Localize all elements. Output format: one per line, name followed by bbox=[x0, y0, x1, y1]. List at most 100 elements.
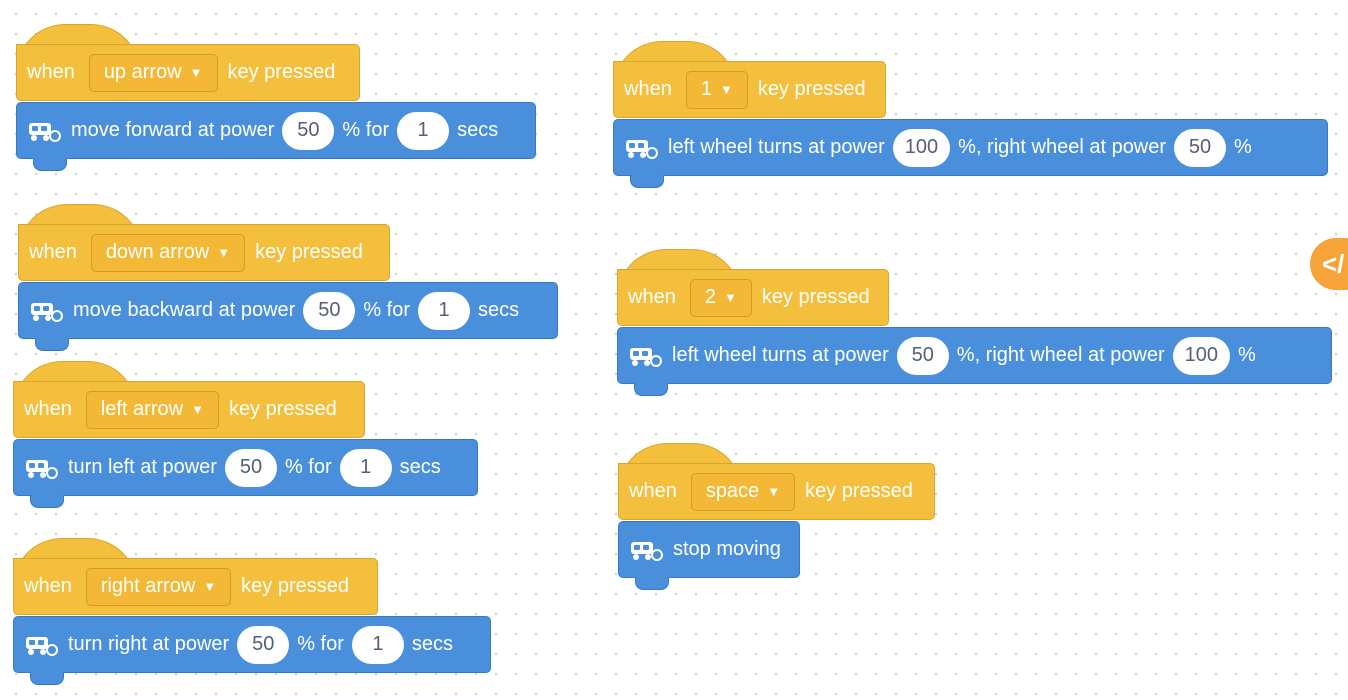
when-key-pressed-hat[interactable]: when space ▼ key pressed bbox=[618, 443, 935, 520]
block-text: %, right wheel at power bbox=[956, 344, 1165, 366]
script-key-1[interactable]: when 1 ▼ key pressed left wheel turns at… bbox=[613, 41, 1328, 188]
block-text: % for bbox=[363, 299, 411, 321]
block-tab bbox=[35, 338, 69, 351]
robot-icon bbox=[624, 137, 658, 159]
seconds-input[interactable]: 1 bbox=[351, 625, 404, 664]
key-dropdown[interactable]: down arrow ▼ bbox=[90, 233, 246, 272]
when-key-pressed-hat[interactable]: when down arrow ▼ key pressed bbox=[18, 204, 558, 281]
block-text: left wheel turns at power bbox=[668, 136, 885, 158]
seconds-input[interactable]: 1 bbox=[418, 291, 471, 330]
hat-body: when left arrow ▼ key pressed bbox=[13, 381, 365, 438]
block-text: stop moving bbox=[673, 538, 781, 560]
left-power-input[interactable]: 50 bbox=[896, 336, 949, 375]
block-text: secs bbox=[411, 633, 454, 655]
move-forward-block[interactable]: move forward at power 50 % for 1 secs bbox=[16, 102, 536, 171]
block-text: % for bbox=[342, 119, 390, 141]
key-dropdown[interactable]: 2 ▼ bbox=[689, 278, 752, 317]
seconds-input[interactable]: 1 bbox=[339, 448, 392, 487]
when-label: when bbox=[624, 78, 672, 100]
key-pressed-label: key pressed bbox=[761, 286, 870, 308]
script-key-2[interactable]: when 2 ▼ key pressed left wheel turns at… bbox=[617, 249, 1332, 396]
robot-icon bbox=[27, 120, 61, 142]
hat-body: when right arrow ▼ key pressed bbox=[13, 558, 378, 615]
caret-down-icon: ▼ bbox=[719, 82, 733, 97]
right-power-input[interactable]: 100 bbox=[1172, 336, 1231, 375]
hat-body: when 2 ▼ key pressed bbox=[617, 269, 889, 326]
block-text: % for bbox=[284, 456, 332, 478]
when-key-pressed-hat[interactable]: when up arrow ▼ key pressed bbox=[16, 24, 536, 101]
block-text: % bbox=[1234, 136, 1252, 158]
block-text: move forward at power bbox=[71, 119, 275, 141]
key-pressed-label: key pressed bbox=[241, 575, 350, 597]
key-pressed-label: key pressed bbox=[228, 398, 337, 420]
key-dropdown[interactable]: up arrow ▼ bbox=[88, 53, 218, 92]
block-text: secs bbox=[478, 299, 520, 321]
seconds-input[interactable]: 1 bbox=[397, 111, 450, 150]
robot-icon bbox=[24, 634, 58, 656]
script-space[interactable]: when space ▼ key pressed stop moving bbox=[618, 443, 935, 590]
when-key-pressed-hat[interactable]: when 1 ▼ key pressed bbox=[613, 41, 1328, 118]
when-label: when bbox=[24, 575, 72, 597]
code-view-toggle-button[interactable]: </ bbox=[1310, 238, 1348, 290]
key-value: space bbox=[705, 480, 760, 502]
code-icon: </ bbox=[1322, 248, 1345, 279]
power-input[interactable]: 50 bbox=[282, 111, 335, 150]
key-value: right arrow bbox=[100, 575, 196, 597]
caret-down-icon: ▼ bbox=[191, 402, 204, 417]
block-tab bbox=[30, 672, 64, 685]
when-key-pressed-hat[interactable]: when 2 ▼ key pressed bbox=[617, 249, 1332, 326]
hat-body: when 1 ▼ key pressed bbox=[613, 61, 886, 118]
power-input[interactable]: 50 bbox=[303, 291, 356, 330]
turn-left-block[interactable]: turn left at power 50 % for 1 secs bbox=[13, 439, 478, 508]
script-left-arrow[interactable]: when left arrow ▼ key pressed turn left … bbox=[13, 361, 478, 508]
block-text: % bbox=[1238, 344, 1256, 366]
wheel-power-block[interactable]: left wheel turns at power 50 %, right wh… bbox=[617, 327, 1332, 396]
script-down-arrow[interactable]: when down arrow ▼ key pressed move backw… bbox=[18, 204, 558, 351]
right-power-input[interactable]: 50 bbox=[1174, 128, 1227, 167]
key-value: left arrow bbox=[100, 398, 184, 420]
key-dropdown[interactable]: left arrow ▼ bbox=[85, 390, 219, 429]
when-label: when bbox=[24, 398, 72, 420]
robot-icon bbox=[29, 300, 63, 322]
when-key-pressed-hat[interactable]: when left arrow ▼ key pressed bbox=[13, 361, 478, 438]
caret-down-icon: ▼ bbox=[723, 290, 737, 305]
block-tab bbox=[30, 495, 64, 508]
robot-icon bbox=[629, 539, 663, 561]
caret-down-icon: ▼ bbox=[189, 65, 203, 80]
power-input[interactable]: 50 bbox=[224, 448, 277, 487]
turn-right-block[interactable]: turn right at power 50 % for 1 secs bbox=[13, 616, 491, 685]
key-value: 1 bbox=[700, 78, 712, 100]
stop-moving-block[interactable]: stop moving bbox=[618, 521, 800, 590]
block-text: %, right wheel at power bbox=[958, 136, 1167, 158]
block-text: left wheel turns at power bbox=[672, 344, 889, 366]
script-up-arrow[interactable]: when up arrow ▼ key pressed move forward… bbox=[16, 24, 536, 171]
block-text: turn right at power bbox=[68, 633, 230, 655]
block-tab bbox=[634, 383, 668, 396]
left-power-input[interactable]: 100 bbox=[892, 128, 951, 167]
hat-body: when down arrow ▼ key pressed bbox=[18, 224, 390, 281]
script-right-arrow[interactable]: when right arrow ▼ key pressed turn righ… bbox=[13, 538, 491, 685]
caret-down-icon: ▼ bbox=[767, 484, 781, 499]
key-pressed-label: key pressed bbox=[757, 78, 866, 100]
key-value: 2 bbox=[704, 286, 716, 308]
when-label: when bbox=[629, 480, 677, 502]
block-tab bbox=[630, 175, 664, 188]
when-label: when bbox=[29, 241, 77, 263]
key-dropdown[interactable]: right arrow ▼ bbox=[85, 567, 232, 606]
key-dropdown[interactable]: space ▼ bbox=[690, 472, 796, 511]
key-dropdown[interactable]: 1 ▼ bbox=[685, 70, 748, 109]
block-text: secs bbox=[399, 456, 441, 478]
when-label: when bbox=[628, 286, 676, 308]
block-text: % for bbox=[297, 633, 344, 655]
key-pressed-label: key pressed bbox=[805, 480, 913, 502]
block-tab bbox=[33, 158, 67, 171]
robot-icon bbox=[24, 457, 58, 479]
hat-body: when up arrow ▼ key pressed bbox=[16, 44, 360, 101]
power-input[interactable]: 50 bbox=[237, 625, 290, 664]
move-backward-block[interactable]: move backward at power 50 % for 1 secs bbox=[18, 282, 558, 351]
when-label: when bbox=[27, 61, 75, 83]
when-key-pressed-hat[interactable]: when right arrow ▼ key pressed bbox=[13, 538, 491, 615]
block-text: move backward at power bbox=[73, 299, 296, 321]
wheel-power-block[interactable]: left wheel turns at power 100 %, right w… bbox=[613, 119, 1328, 188]
caret-down-icon: ▼ bbox=[203, 579, 217, 594]
